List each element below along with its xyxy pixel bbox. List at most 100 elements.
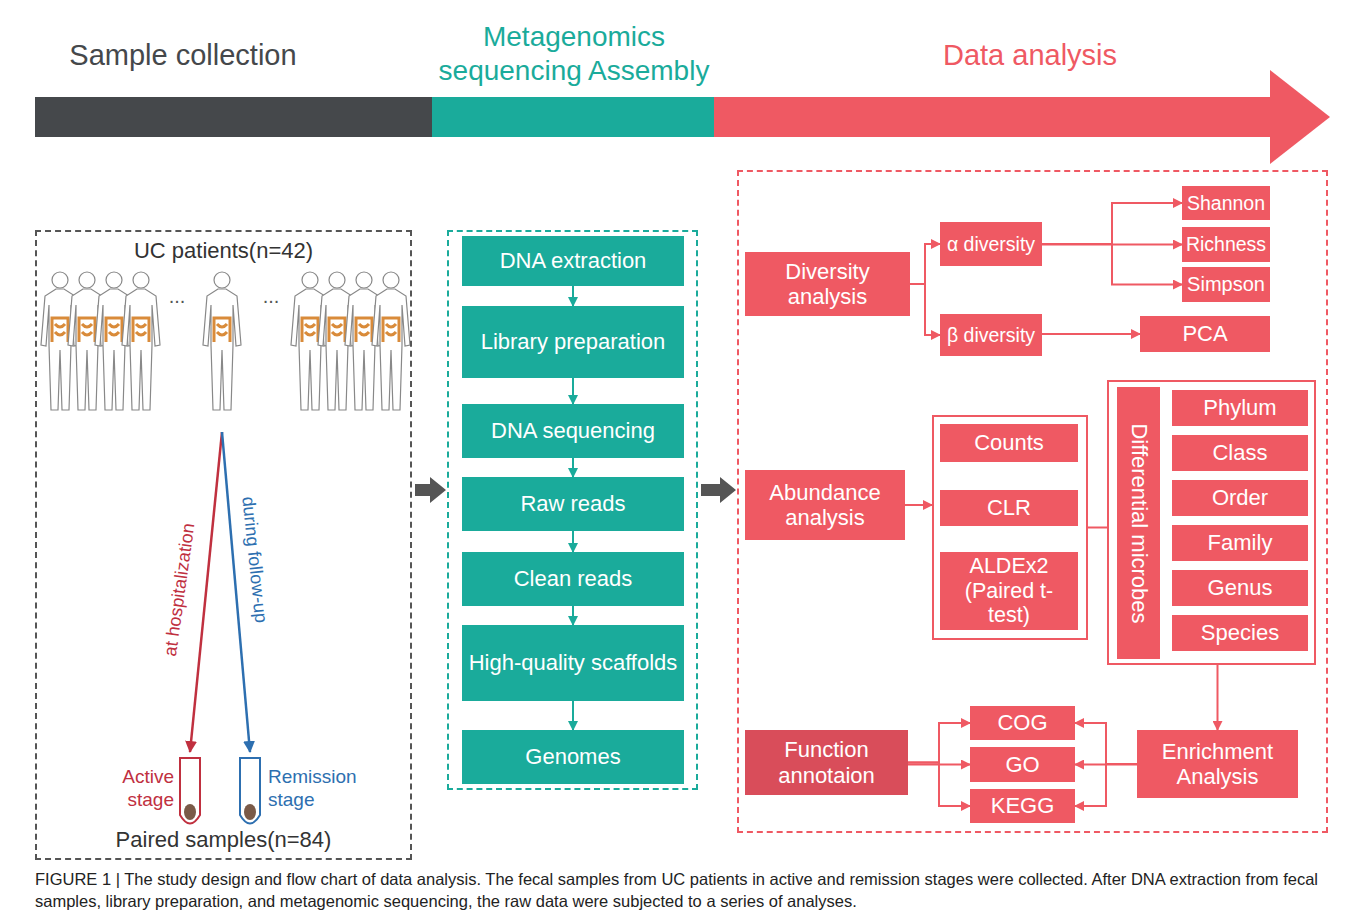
node-text: CLR — [987, 495, 1031, 520]
section-label: Remission stage — [268, 766, 378, 812]
section-label: Active stage — [92, 766, 174, 812]
figure-body — [372, 289, 410, 410]
intestine-symbol — [214, 318, 230, 342]
node-text: ALDEx2 (Paired t-test) — [946, 554, 1072, 628]
node-text: Genus — [1208, 575, 1273, 600]
figure-head — [329, 272, 345, 288]
node-text: Clean reads — [514, 566, 633, 591]
figure-body — [203, 289, 241, 410]
node-text: KEGG — [991, 793, 1055, 818]
process-box: Class — [1172, 435, 1308, 471]
figure-head — [106, 272, 122, 288]
figure-head — [52, 272, 68, 288]
process-box: Diversity analysis — [745, 252, 910, 316]
flow-arrow — [572, 531, 574, 552]
intestine-symbol — [329, 318, 345, 342]
section-label: ... — [162, 284, 192, 308]
process-box: Function annotaion — [745, 730, 908, 795]
node-text: Raw reads — [520, 491, 625, 516]
node-text: Abundance analysis — [751, 480, 899, 531]
process-box: DNA sequencing — [462, 404, 684, 458]
stage-group-box: Diversity analysis α diversity β diversity… — [737, 170, 1328, 833]
process-box: Family — [1172, 525, 1308, 561]
process-box: α diversity — [940, 222, 1042, 266]
flow-arrow — [910, 284, 940, 335]
flow-arrow — [908, 723, 970, 763]
figure-head — [383, 272, 399, 288]
node-text: Paired samples(n=84) — [37, 827, 410, 852]
arrow-label: at hospitalization — [155, 489, 204, 690]
intestine-symbol — [356, 318, 372, 342]
process-box: Clean reads — [462, 552, 684, 606]
flow-arrow — [572, 378, 574, 404]
section-label: Sample collection — [33, 38, 333, 73]
process-box: CLR — [940, 490, 1078, 526]
process-box: Shannon — [1182, 186, 1270, 220]
process-box: PCA — [1140, 316, 1270, 352]
intestine-symbol — [383, 318, 399, 342]
timeline-segment — [35, 97, 432, 137]
stage-group-box: DNA extractionLibrary preparationDNA seq… — [447, 230, 698, 790]
process-box: ALDEx2 (Paired t-test) — [940, 552, 1078, 630]
sample-tube — [180, 758, 200, 824]
intestine-symbol — [302, 318, 318, 342]
process-box: Library preparation — [462, 306, 684, 378]
flow-arrow — [1075, 764, 1137, 806]
timeline-segment — [714, 97, 1271, 137]
flow-arrow — [1075, 723, 1137, 764]
process-box: DNA extraction — [462, 236, 684, 286]
sample-group-box: UC patients(n=42) Paired samples(n=84) — [35, 230, 412, 860]
flow-arrow — [1042, 244, 1182, 285]
arrow-label: during follow-up — [234, 469, 274, 650]
flow-arrow — [572, 286, 574, 306]
node-text: Richness — [1186, 233, 1266, 255]
patient-figures — [41, 272, 410, 410]
flow-arrow — [1217, 665, 1219, 730]
node-text: β diversity — [947, 324, 1035, 346]
process-box: High-quality scaffolds — [462, 625, 684, 701]
block-arrow — [701, 477, 736, 503]
sample-content — [244, 804, 256, 820]
node-text: Diversity analysis — [751, 259, 904, 310]
node-text: Enrichment Analysis — [1143, 739, 1292, 790]
section-label: Data analysis — [880, 38, 1180, 73]
process-box: Raw reads — [462, 477, 684, 531]
flow-arrow — [572, 701, 574, 730]
sample-content — [184, 804, 196, 820]
process-box: β diversity — [940, 314, 1042, 356]
intestine-symbol — [133, 318, 149, 342]
process-box: Phylum — [1172, 390, 1308, 426]
intestine-symbol — [106, 318, 122, 342]
node-text: DNA extraction — [500, 248, 647, 273]
group-outline-box: Differential microbes PhylumClassOrderFam… — [1107, 380, 1316, 665]
group-outline-box: CountsCLR ALDEx2 (Paired t-test) — [932, 415, 1088, 640]
process-box: Order — [1172, 480, 1308, 516]
node-text: Order — [1212, 485, 1268, 510]
node-text: Simpson — [1187, 273, 1265, 296]
intestine-symbol — [52, 318, 68, 342]
node-text: Family — [1208, 530, 1273, 555]
figure-head — [214, 272, 230, 288]
node-text: COG — [997, 710, 1047, 735]
node-text: Library preparation — [481, 329, 666, 354]
node-text: UC patients(n=42) — [37, 238, 410, 263]
sample-tube — [240, 758, 260, 824]
process-box: Differential microbes — [1117, 387, 1160, 659]
node-text: GO — [1005, 752, 1039, 777]
node-text: Counts — [974, 430, 1044, 455]
sampling-arrow — [190, 432, 222, 752]
flow-arrow — [572, 458, 574, 477]
node-text: Differential microbes — [1117, 387, 1160, 659]
figure-head — [79, 272, 95, 288]
flow-arrow — [908, 763, 970, 807]
process-box: KEGG — [970, 789, 1075, 823]
figure-head — [133, 272, 149, 288]
timeline-arrowhead — [1270, 70, 1330, 164]
process-box: Genus — [1172, 570, 1308, 606]
flow-arrow — [910, 244, 940, 284]
node-text: Genomes — [525, 744, 620, 769]
node-text: High-quality scaffolds — [469, 650, 678, 675]
node-text: PCA — [1182, 321, 1227, 346]
timeline-segment — [432, 97, 714, 137]
